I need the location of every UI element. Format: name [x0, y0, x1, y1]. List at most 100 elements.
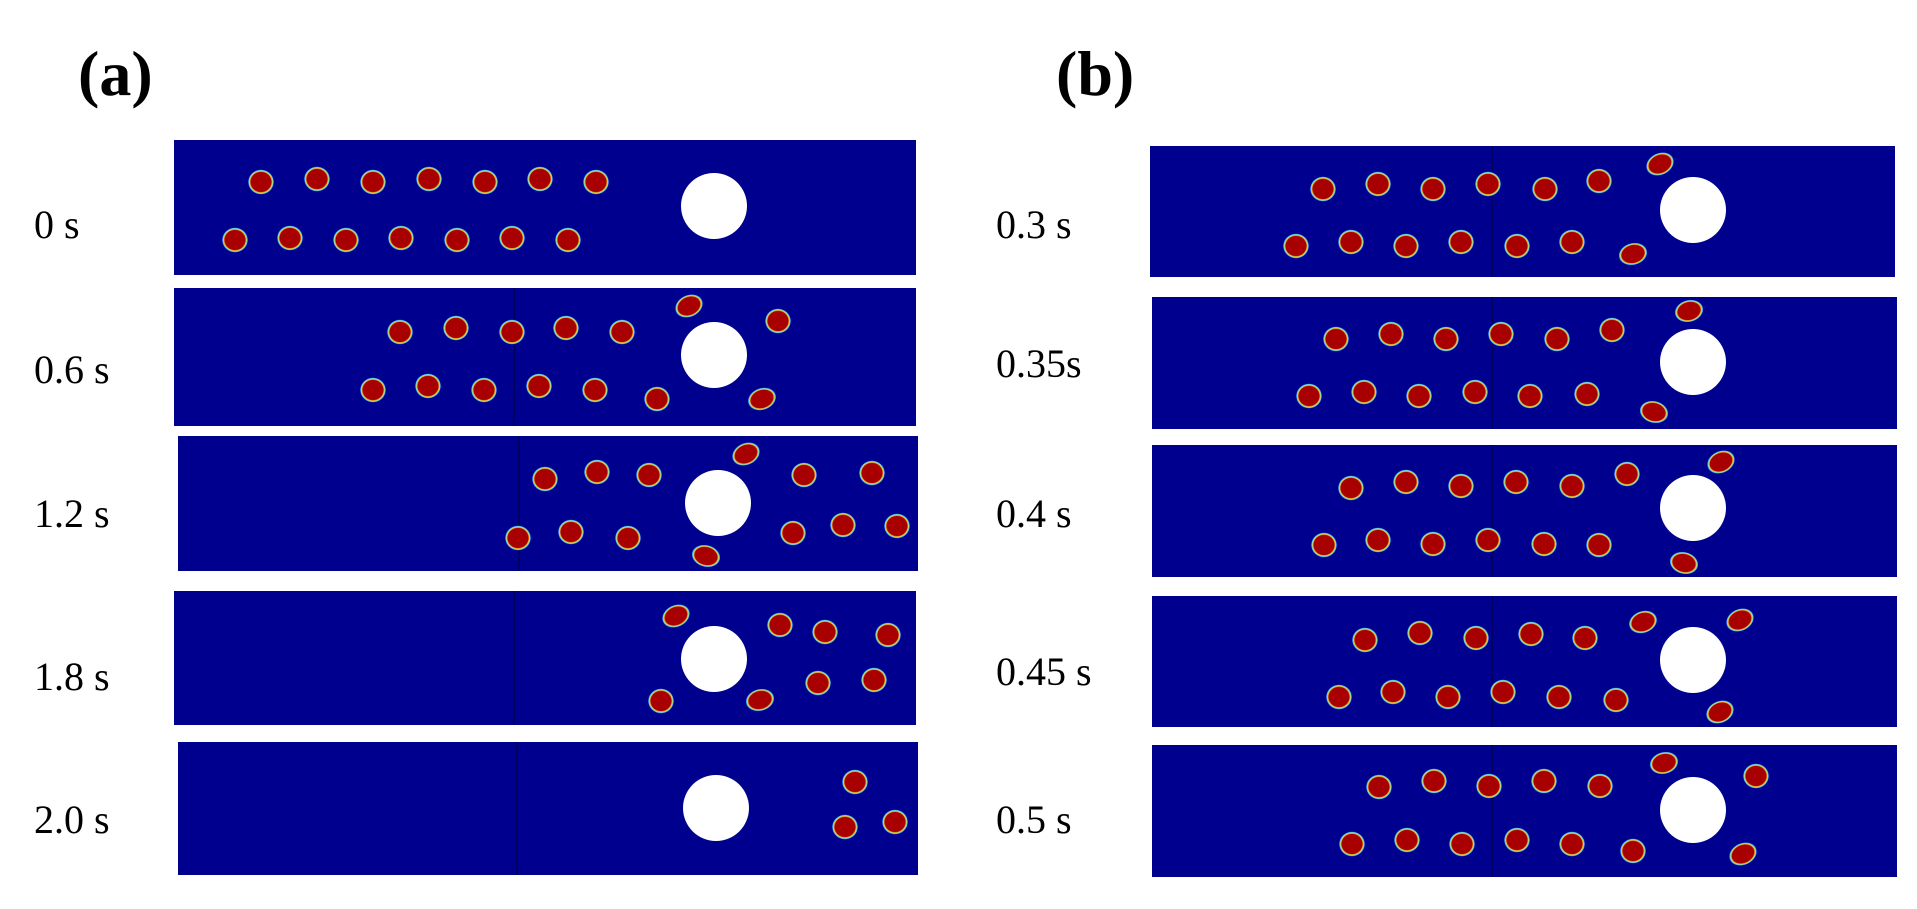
- droplet: [1448, 229, 1474, 255]
- droplet: [304, 166, 330, 192]
- droplet: [443, 315, 469, 341]
- droplet: [1488, 321, 1514, 347]
- simulation-frame: [1150, 146, 1895, 277]
- droplet: [387, 319, 413, 345]
- droplet: [1462, 379, 1488, 405]
- droplet: [875, 622, 901, 648]
- frame-canvas: [174, 288, 916, 426]
- droplet: [648, 688, 674, 714]
- droplet: [1587, 773, 1613, 799]
- droplet: [1559, 831, 1585, 857]
- droplet: [388, 225, 414, 251]
- droplet: [1614, 461, 1640, 487]
- droplet: [505, 525, 531, 551]
- simulation-frame: [178, 436, 918, 571]
- panel-label-a: (a): [78, 38, 153, 109]
- droplet: [1296, 383, 1322, 409]
- droplet: [472, 169, 498, 195]
- time-label: 2.0 s: [34, 797, 110, 842]
- droplet: [609, 319, 635, 345]
- droplet: [1546, 684, 1572, 710]
- droplet: [861, 667, 887, 693]
- droplet: [583, 169, 609, 195]
- droplet: [1352, 627, 1378, 653]
- frame-canvas: [1150, 146, 1895, 277]
- droplet: [1649, 751, 1679, 775]
- droplet: [1574, 381, 1600, 407]
- droplet: [360, 169, 386, 195]
- obstacle-cylinder: [683, 775, 749, 841]
- droplet: [1380, 679, 1406, 705]
- frame-canvas: [1152, 596, 1897, 727]
- droplet: [1310, 176, 1336, 202]
- droplet: [1646, 152, 1674, 176]
- obstacle-cylinder: [1660, 627, 1726, 693]
- droplet: [1339, 831, 1365, 857]
- droplet: [842, 769, 868, 795]
- droplet: [1394, 827, 1420, 853]
- obstacle-cylinder: [1660, 329, 1726, 395]
- droplet: [765, 308, 791, 334]
- frame-canvas: [178, 742, 918, 875]
- droplet: [1476, 773, 1502, 799]
- droplet: [747, 387, 777, 411]
- droplet: [277, 225, 303, 251]
- obstacle-cylinder: [681, 626, 747, 692]
- droplet: [1448, 473, 1474, 499]
- time-label: 0.5 s: [996, 797, 1072, 842]
- simulation-frame: [1152, 745, 1897, 877]
- droplet: [1707, 450, 1735, 474]
- droplet: [780, 520, 806, 546]
- frame-canvas: [1152, 445, 1897, 577]
- droplet: [745, 688, 775, 712]
- droplet: [1490, 679, 1516, 705]
- frame-canvas: [1152, 297, 1897, 429]
- droplet: [812, 619, 838, 645]
- droplet: [767, 612, 793, 638]
- droplet: [499, 225, 525, 251]
- droplet: [1421, 768, 1447, 794]
- channel-background: [178, 436, 918, 571]
- droplet: [1503, 469, 1529, 495]
- droplet: [1674, 299, 1704, 323]
- channel-background: [174, 140, 916, 275]
- droplet: [416, 166, 442, 192]
- frame-canvas: [174, 140, 916, 275]
- droplet: [1669, 551, 1699, 575]
- time-label: 0.35s: [996, 341, 1082, 386]
- channel-background: [174, 591, 916, 725]
- droplet: [832, 814, 858, 840]
- obstacle-cylinder: [681, 173, 747, 239]
- time-label: 0.6 s: [34, 347, 110, 392]
- droplet: [1338, 229, 1364, 255]
- droplet: [526, 373, 552, 399]
- time-label: 1.2 s: [34, 491, 110, 536]
- droplet: [444, 227, 470, 253]
- droplet: [553, 315, 579, 341]
- droplet: [732, 442, 760, 466]
- droplet: [1420, 176, 1446, 202]
- droplet: [1323, 326, 1349, 352]
- droplet: [499, 319, 525, 345]
- droplet: [884, 513, 910, 539]
- frame-canvas: [174, 591, 916, 725]
- droplet: [1406, 383, 1432, 409]
- droplet: [1639, 400, 1669, 424]
- droplet: [644, 386, 670, 412]
- droplet: [582, 377, 608, 403]
- droplet: [1407, 620, 1433, 646]
- channel-background: [1150, 146, 1895, 277]
- droplet: [527, 166, 553, 192]
- channel-background: [1152, 445, 1897, 577]
- time-label: 1.8 s: [34, 654, 110, 699]
- droplet: [333, 227, 359, 253]
- droplet: [1326, 684, 1352, 710]
- simulation-frame: [174, 288, 916, 426]
- droplet: [248, 169, 274, 195]
- channel-background: [1152, 745, 1897, 877]
- droplet: [1433, 326, 1459, 352]
- droplet: [1420, 531, 1446, 557]
- droplet: [636, 462, 662, 488]
- droplet: [1603, 687, 1629, 713]
- droplet: [1559, 473, 1585, 499]
